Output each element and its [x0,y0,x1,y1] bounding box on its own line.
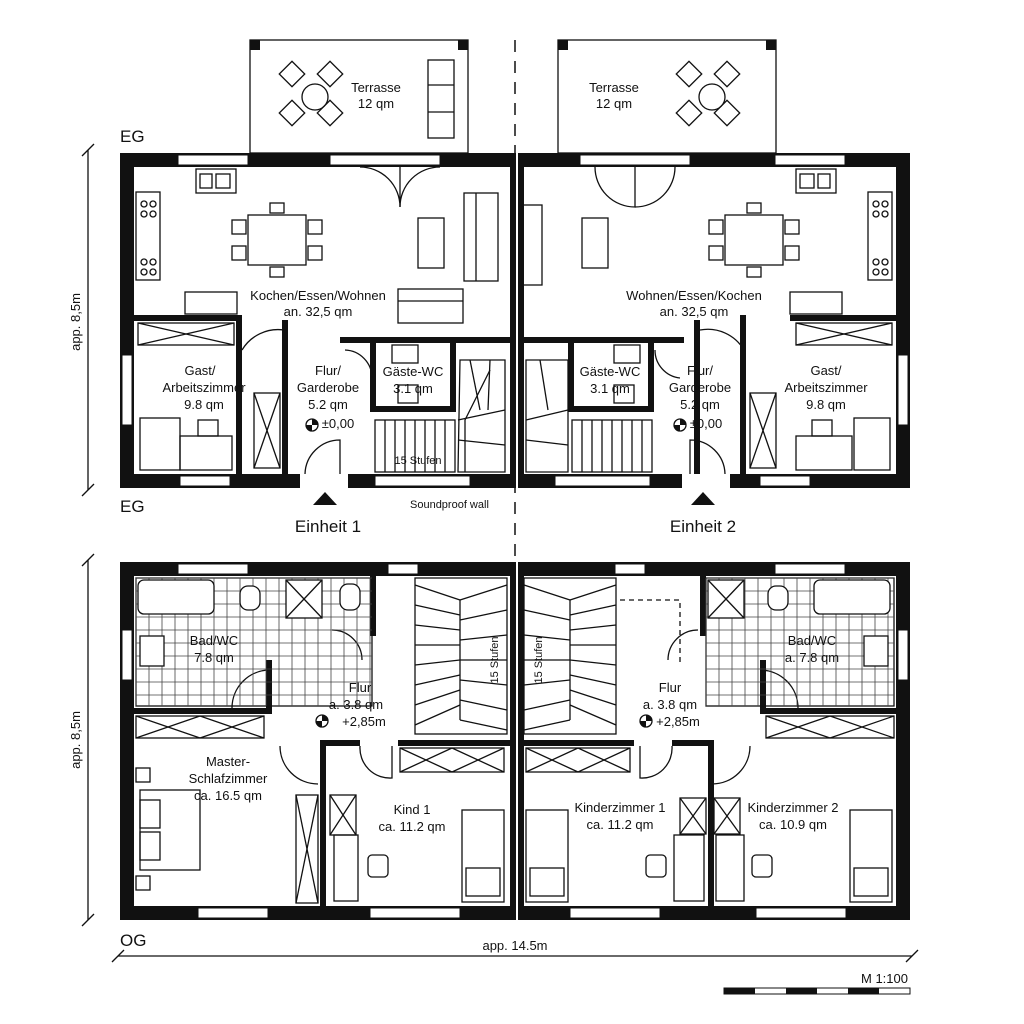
terrace-unit1-title: Terrasse [351,80,401,95]
terrace-unit1 [249,39,469,154]
hall-eg-u1-area: 5.2 qm [308,397,348,412]
bath-u1-title: Bad/WC [190,633,238,648]
hall-eg-u2-level: ±0,00 [690,416,722,431]
og-bath-unit1 [135,577,373,707]
og-windows [121,563,909,919]
eg-doors [241,166,745,475]
wc-u2-title: Gäste-WC [580,364,641,379]
eg-furniture-unit1 [135,168,506,473]
hall-og-u2-area: a. 3.8 qm [643,697,697,712]
stairs-og-unit1-label: 15 Stufen [489,636,501,683]
terrace-unit2 [557,39,777,154]
living-room-u2-title: Wohnen/Essen/Kochen [626,288,762,303]
level-label-eg-top: EG [120,127,145,146]
eg-labels-unit1: Kochen/Essen/Wohnen an. 32,5 qm Gast/ Ar… [162,288,443,536]
height-label-eg: app. 8,5m [68,293,83,351]
unit2-name: Einheit 2 [670,517,736,536]
og-bath-unit2 [705,577,895,707]
hall-eg-u2-l1: Flur/ [687,363,713,378]
terrace-unit2-area: 12 qm [596,96,632,111]
kid2-u2-title: Kinderzimmer 2 [747,800,838,815]
guest-room-u2-area: 9.8 qm [806,397,846,412]
master-u1-area: ca. 16.5 qm [194,788,262,803]
wc-u1-area: 3.1 qm [393,381,433,396]
bath-u2-title: Bad/WC [788,633,836,648]
hall-eg-u1-l1: Flur/ [315,363,341,378]
living-room-u2-area: an. 32,5 qm [660,304,729,319]
terrace-unit2-title: Terrasse [589,80,639,95]
hall-eg-u1-l2: Garderobe [297,380,359,395]
hall-eg-u2-area: 5.2 qm [680,397,720,412]
unit1-name: Einheit 1 [295,517,361,536]
entrance-arrow-unit2 [691,492,715,505]
og-furniture-unit2 [525,715,895,903]
living-room-u1-title: Kochen/Essen/Wohnen [250,288,386,303]
og-markers [315,714,653,728]
level-label-og: OG [120,931,146,950]
wc-u2-area: 3.1 qm [590,381,630,396]
kid1-u2-area: ca. 11.2 qm [587,817,654,832]
scale-label: M 1:100 [861,971,908,986]
master-u1-l1: Master- [206,754,250,769]
stairs-og-unit2-label: 15 Stufen [533,636,545,683]
guest-room-u2-l1: Gast/ [810,363,841,378]
hall-og-u1-l1: Flur [349,680,372,695]
stairs-eg-label: 15 Stufen [394,455,441,467]
scale-bar [723,987,911,995]
eg-walls [120,153,910,488]
eg-furniture-unit2 [521,168,893,473]
terrace-unit1-area: 12 qm [358,96,394,111]
wc-u1-title: Gäste-WC [383,364,444,379]
eg-labels-unit2: Wohnen/Essen/Kochen an. 32,5 qm Gast/ Ar… [580,288,869,536]
guest-room-u1-l1: Gast/ [184,363,215,378]
hall-eg-u2-l2: Garderobe [669,380,731,395]
guest-room-u1-area: 9.8 qm [184,397,224,412]
guest-room-u1-l2: Arbeitszimmer [162,380,246,395]
living-room-u1-area: an. 32,5 qm [284,304,353,319]
hall-og-u1-area: a. 3.8 qm [329,697,383,712]
master-u1-l2: Schlafzimmer [189,771,268,786]
eg-windows [121,154,909,488]
og-labels-unit2: Bad/WC a. 7.8 qm Flur a. 3.8 qm +2,85m K… [574,633,839,832]
dimension-lines [81,143,919,963]
eg-markers [305,418,715,505]
width-label: app. 14.5m [482,938,547,953]
level-label-eg-bottom: EG [120,497,145,516]
hall-og-u1-level: +2,85m [342,714,386,729]
kid1-u2-title: Kinderzimmer 1 [574,800,665,815]
kid2-u2-area: ca. 10.9 qm [759,817,827,832]
kid-u1-area: ca. 11.2 qm [379,819,446,834]
entrance-arrow-unit1 [313,492,337,505]
og-furniture-unit1 [135,715,505,904]
hall-og-u2-level: +2,85m [656,714,700,729]
og-stairs [414,577,681,735]
soundproof-label: Soundproof wall [410,499,489,511]
og-labels-unit1: Bad/WC 7.8 qm Flur a. 3.8 qm +2,85m Mast… [189,633,446,834]
hall-eg-u1-level: ±0,00 [322,416,354,431]
og-walls [120,562,910,920]
kid-u1-title: Kind 1 [394,802,431,817]
height-label-og: app. 8,5m [68,711,83,769]
guest-room-u2-l2: Arbeitszimmer [784,380,868,395]
bath-u2-area: a. 7.8 qm [785,650,839,665]
hall-og-u2-l1: Flur [659,680,682,695]
bath-u1-area: 7.8 qm [194,650,234,665]
